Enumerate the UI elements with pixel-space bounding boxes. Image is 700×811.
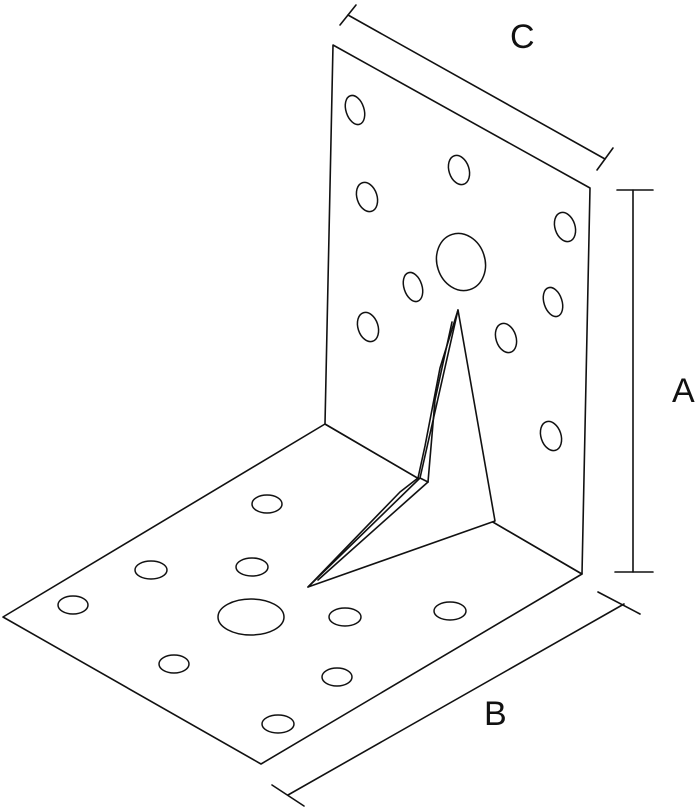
stiffening-rib [307,309,496,588]
hole [235,557,269,577]
hole [344,94,366,126]
dimension-c [339,4,614,171]
hole [433,601,467,621]
base-plate-holes [57,494,467,734]
hole [321,667,353,687]
hole [134,560,168,580]
dimension-b [271,591,641,807]
hole [553,211,577,243]
dimension-a [614,189,654,573]
dimension-label-c: C [510,18,535,56]
hole [158,654,190,674]
hole [494,322,518,354]
hole [447,154,471,186]
hole [328,607,362,627]
hole [402,271,424,303]
hole [355,181,379,213]
hole [356,311,380,343]
hole [435,232,487,292]
dimension-label-a: A [672,372,695,410]
hole [57,595,89,615]
dimension-label-b: B [484,695,507,733]
hole [261,714,295,734]
hole [542,286,564,318]
vertical-plate-holes [344,94,577,452]
hole [539,420,563,452]
hole [251,494,283,514]
hole [217,598,285,636]
